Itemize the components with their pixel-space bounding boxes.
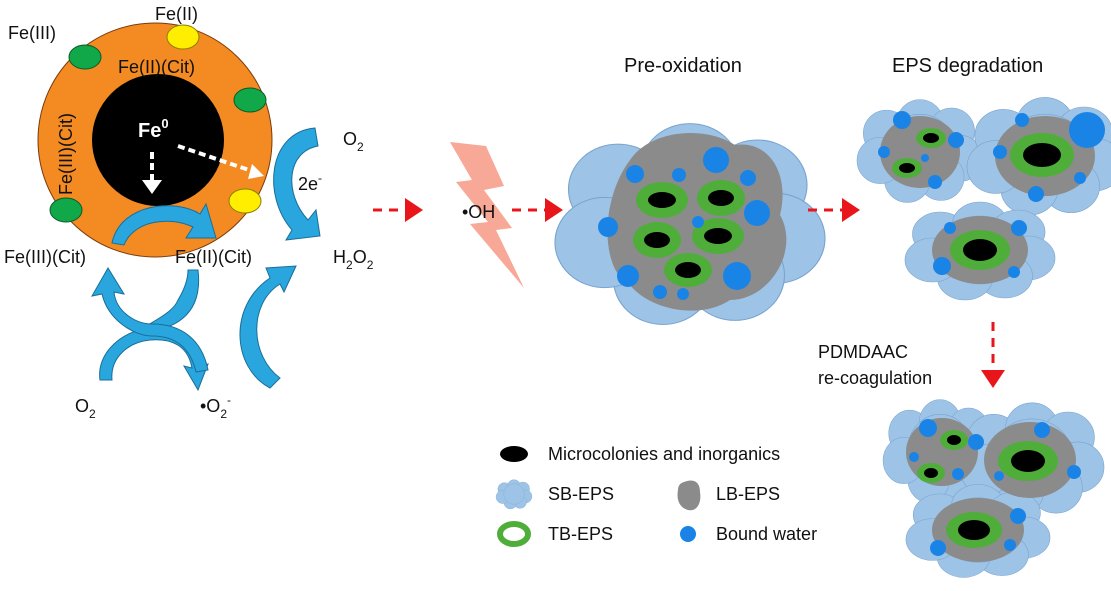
pdmdaac-label: PDMDAAC	[818, 342, 908, 362]
pre-oxidation-floc	[553, 122, 827, 326]
recoagulated-floc	[882, 399, 1105, 579]
fe3-cit-ring-label: Fe(III)(Cit)	[56, 113, 76, 195]
lb-eps-swatch	[677, 480, 701, 511]
legend-item-sb-eps: SB-EPS	[495, 479, 614, 510]
arrowhead	[248, 164, 264, 179]
legend-label-sb-eps: SB-EPS	[548, 484, 614, 504]
o2-to-h2o2-arrow	[273, 127, 321, 241]
fe3-site	[233, 87, 267, 113]
degraded-floc	[966, 96, 1111, 216]
fe3-to-fe2-arrow	[111, 202, 217, 246]
microcolony-group	[644, 190, 734, 278]
superoxide-label: •O2-	[200, 393, 231, 421]
legend-item-lb-eps: LB-EPS	[677, 480, 780, 511]
two-electron-label: 2e-	[298, 171, 322, 194]
legend-label-lb-eps: LB-EPS	[716, 484, 780, 504]
bound-water-group	[598, 147, 770, 300]
zvi-particle: Fe0 Fe(II)(Cit) Fe(III)(Cit) e-	[37, 22, 273, 258]
redox-cycle-arrows	[91, 127, 321, 392]
tb-eps-swatch	[497, 521, 531, 547]
o2-bottom-label: O2	[75, 396, 96, 421]
recoagulation-label: re-coagulation	[818, 368, 932, 388]
fe3cit-bottom-label: Fe(III)(Cit)	[4, 247, 86, 267]
bound-water-swatch	[680, 526, 696, 542]
legend-label-bound-water: Bound water	[716, 524, 817, 544]
legend-label-tb-eps: TB-EPS	[548, 524, 613, 544]
fe2-site	[166, 24, 200, 50]
legend: Microcolonies and inorganics SB-EPS LB-E…	[495, 444, 817, 547]
legend-item-tb-eps: TB-EPS	[497, 521, 613, 547]
o2-top-label: O2	[343, 129, 364, 154]
fe3-site	[49, 197, 83, 223]
fe2-top-label: Fe(II)	[155, 4, 198, 24]
legend-label-microcolonies: Microcolonies and inorganics	[548, 444, 780, 464]
fe3-top-label: Fe(III)	[8, 23, 56, 43]
eps-degradation-label: EPS degradation	[892, 55, 1043, 77]
fe2cit-bottom-label: Fe(II)(Cit)	[175, 247, 252, 267]
degraded-floc	[856, 99, 984, 204]
cross-arrow-b	[91, 267, 209, 373]
fe2-site	[228, 188, 262, 214]
fe2-cit-ring-label: Fe(II)(Cit)	[118, 57, 195, 77]
degraded-floc	[904, 201, 1056, 301]
h2o2-label: H2O2	[333, 247, 374, 272]
hydroxyl-label: •OH	[462, 202, 495, 222]
superoxide-to-h2o2-arrow	[239, 265, 297, 389]
legend-item-bound-water: Bound water	[680, 524, 817, 544]
fe0-core	[92, 74, 224, 206]
legend-item-microcolonies: Microcolonies and inorganics	[500, 444, 780, 464]
microcolony-swatch	[500, 446, 528, 462]
pre-oxidation-label: Pre-oxidation	[624, 55, 742, 77]
electron-transfer-arrow	[177, 144, 256, 174]
arrowhead	[142, 180, 162, 194]
lightning-bolt	[450, 142, 524, 288]
fe0-label: Fe0	[138, 116, 169, 142]
fe3-site	[68, 44, 102, 70]
